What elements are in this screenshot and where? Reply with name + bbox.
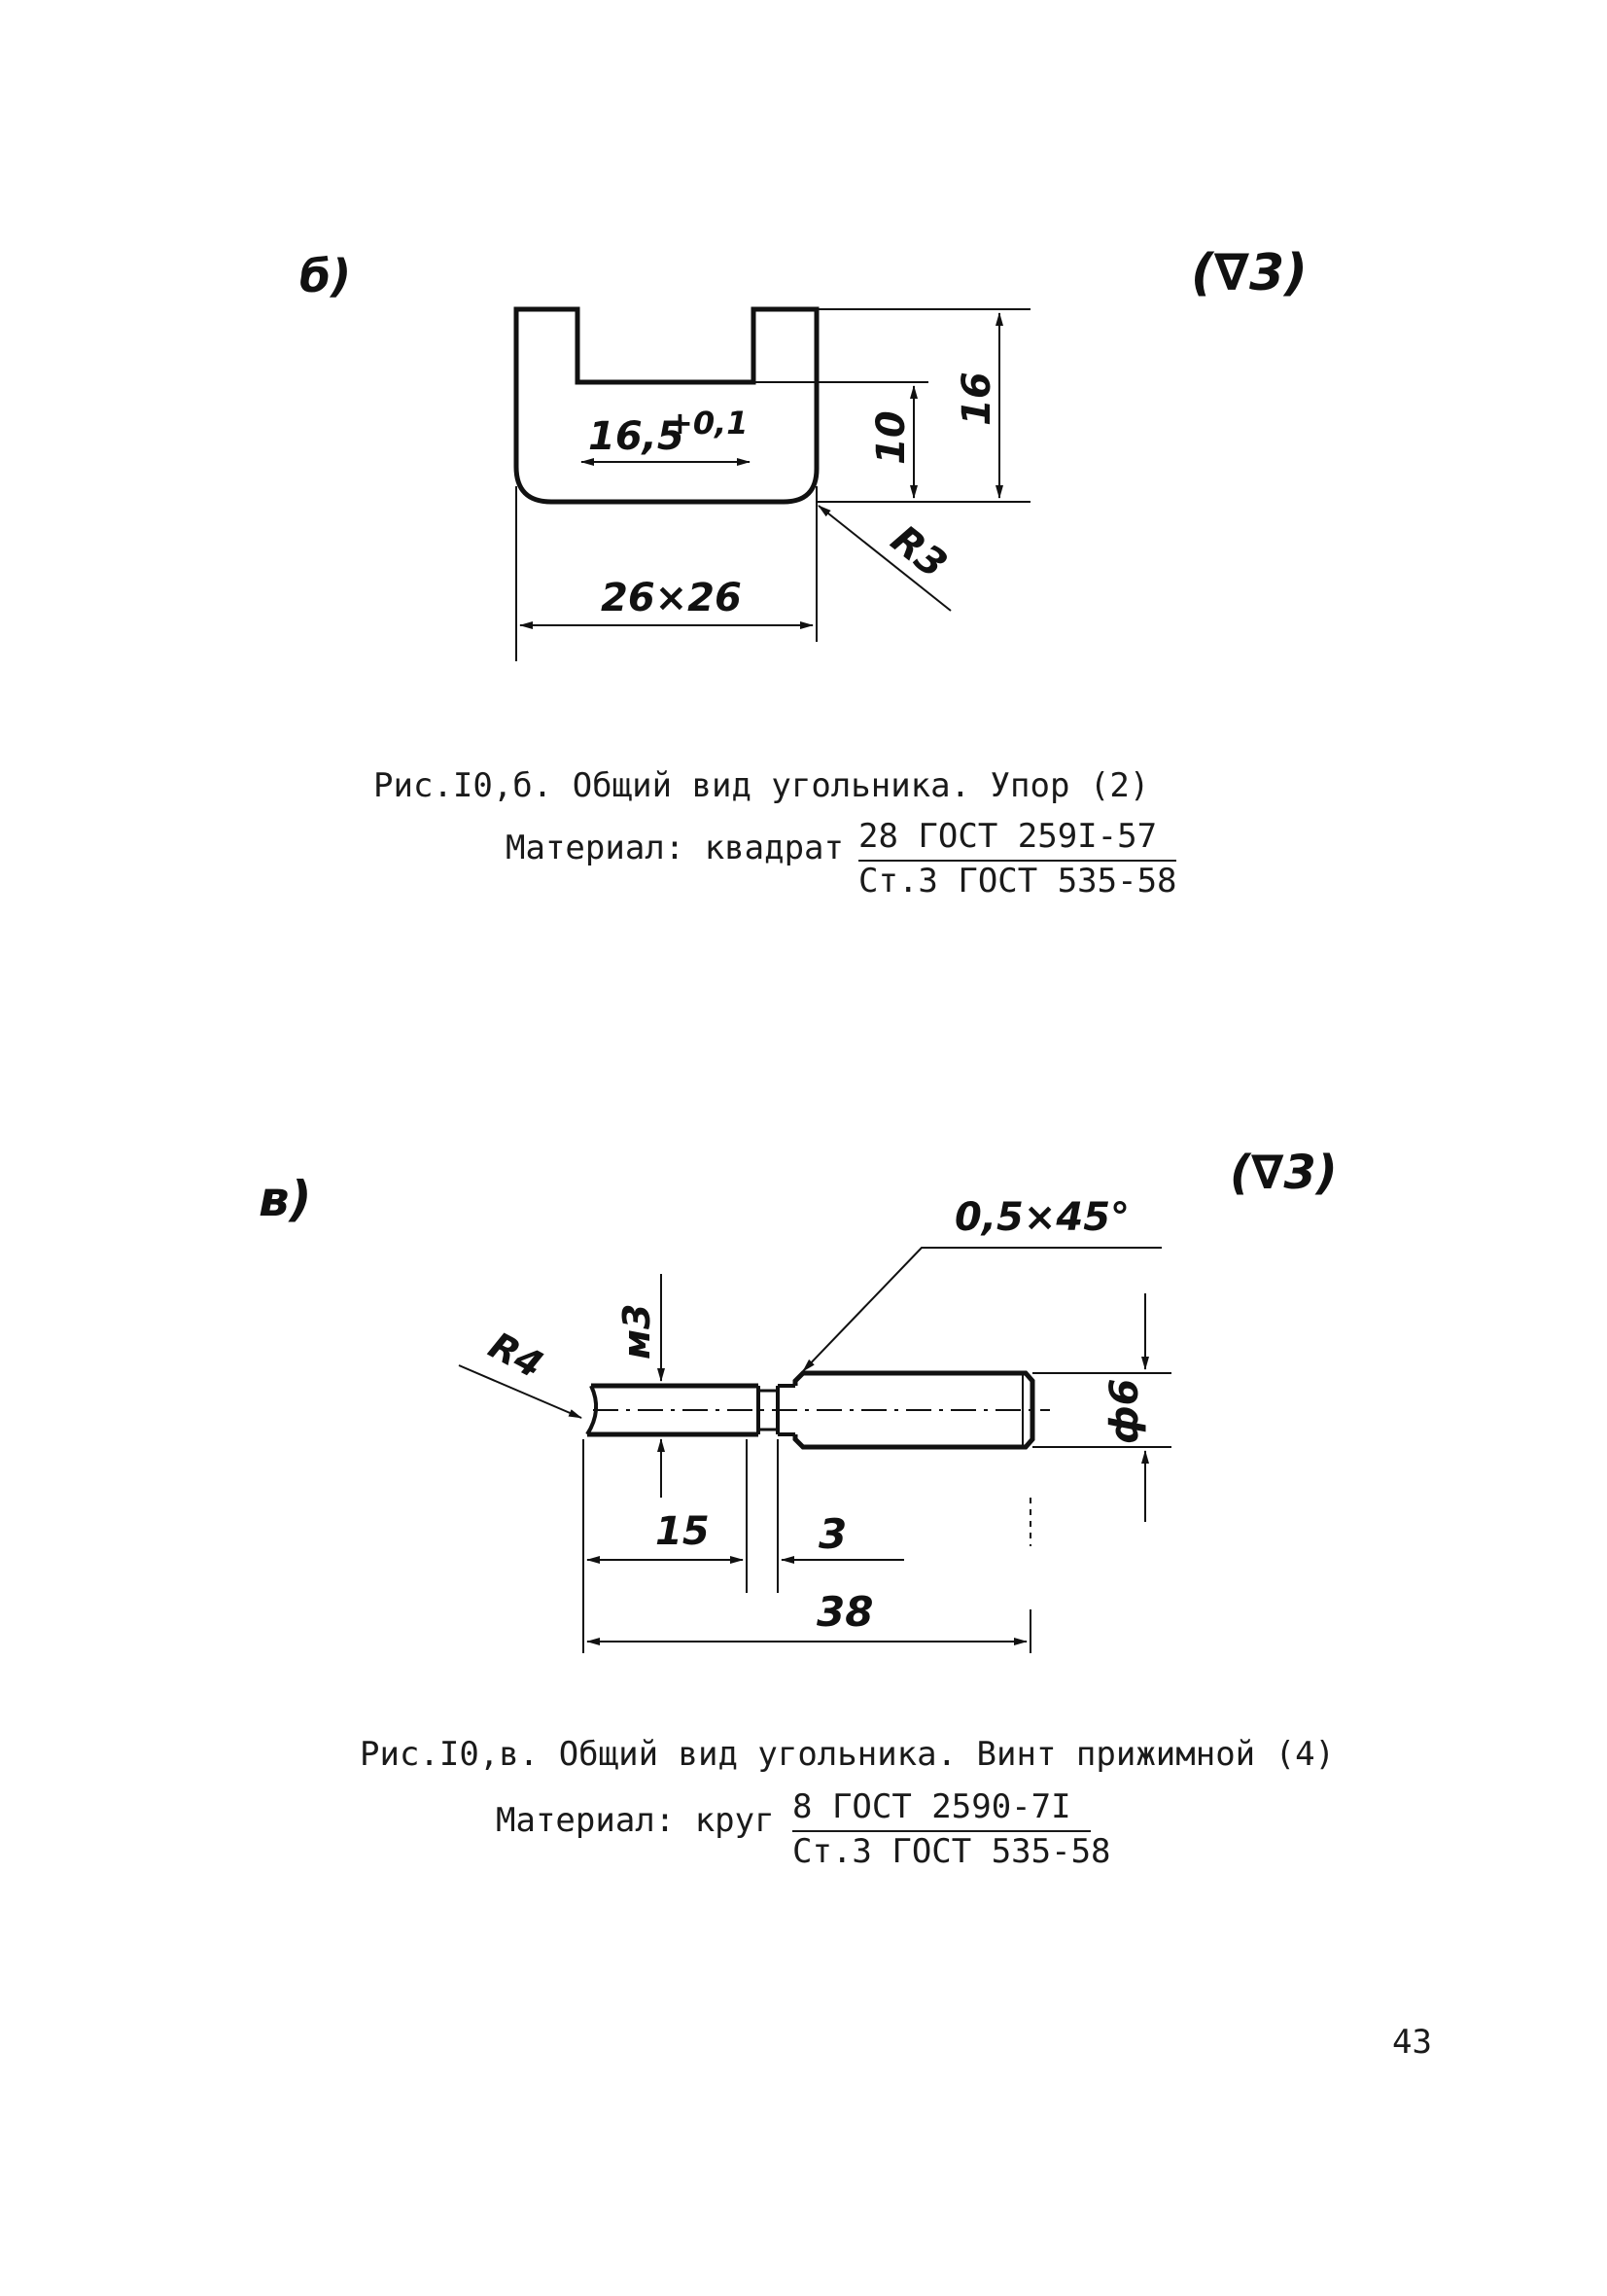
- dim-height-value: 16: [955, 371, 999, 426]
- dim-depth-value: 10: [869, 410, 914, 465]
- page-number: 43: [1392, 2023, 1432, 2062]
- leader-r3: [818, 505, 952, 612]
- figure-b-material-denominator: Ст.3 ГОСТ 535-58: [858, 862, 1177, 901]
- leader-r4: [458, 1364, 582, 1419]
- figure-v-material-label: Материал: круг: [496, 1801, 775, 1840]
- dim-thread-value: м3: [615, 1303, 658, 1360]
- figure-v-label: в): [259, 1171, 312, 1227]
- figure-b-material-numerator: 28 ГОСТ 259I-57: [858, 817, 1177, 862]
- dim-width-value: 26×26: [601, 576, 742, 620]
- figure-v-drawing: [458, 1247, 1171, 1653]
- dim-radius-b-value: R3: [883, 517, 956, 587]
- dim-slot-value: 16,5: [588, 414, 684, 459]
- figure-b-caption: Рис.I0,б. Общий вид угольника. Упор (2): [373, 766, 1150, 805]
- figure-v-material-numerator: 8 ГОСТ 2590-7I: [792, 1787, 1091, 1832]
- dim-diameter-value: ф6: [1102, 1378, 1147, 1444]
- dim-slot-tolerance: +0,1: [667, 405, 749, 442]
- figure-v-caption: Рис.I0,в. Общий вид угольника. Винт приж…: [360, 1735, 1336, 1774]
- figure-b-label: б): [299, 250, 351, 302]
- dim-38-value: 38: [817, 1588, 873, 1636]
- dim-chamfer-value: 0,5×45°: [955, 1195, 1130, 1240]
- figure-b-material-fraction: 28 ГОСТ 259I-57 Ст.3 ГОСТ 535-58: [858, 817, 1177, 901]
- leader-chamfer: [802, 1247, 1162, 1372]
- dim-15-value: 15: [655, 1509, 710, 1554]
- figure-v-material-denominator: Ст.3 ГОСТ 535-58: [792, 1832, 1111, 1871]
- figure-v-roughness: (∇3): [1230, 1146, 1338, 1200]
- figure-v-material-fraction: 8 ГОСТ 2590-7I Ст.3 ГОСТ 535-58: [792, 1787, 1111, 1871]
- dim-radius-v-value: R4: [482, 1324, 550, 1387]
- figure-b-material-label: Материал: квадрат: [506, 829, 844, 867]
- figure-b-drawing: [513, 306, 1031, 661]
- dim-3-value: 3: [819, 1510, 847, 1558]
- figure-b-roughness: (∇3): [1191, 244, 1308, 302]
